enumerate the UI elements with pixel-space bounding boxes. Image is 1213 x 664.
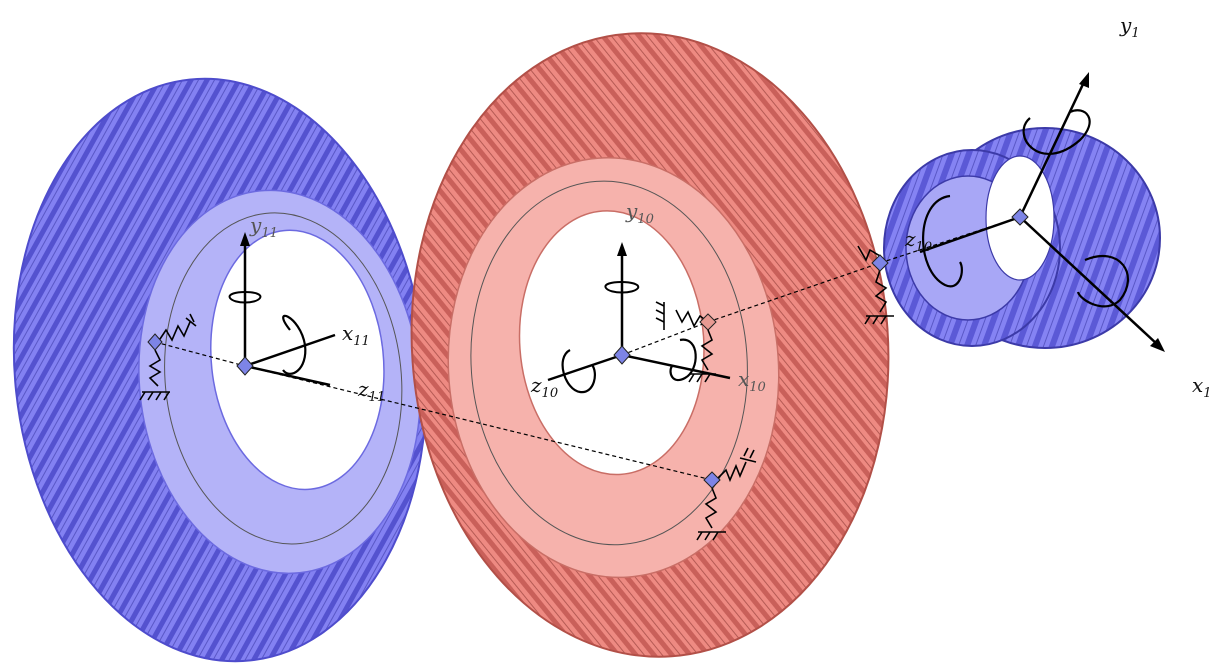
gear-red-bore [518,210,705,476]
gear-middle-red [410,32,890,658]
node-gear-10-icon [613,345,631,365]
label-x11: x11 [342,321,370,349]
axis-x1-arrow [1150,338,1165,352]
gear-left-blue [12,77,428,663]
frame-pinion [919,72,1165,352]
mesh-line-red-upper [621,321,709,356]
axis-y1-arrow [1079,72,1089,88]
rotation-arrow-x10-icon [669,338,697,382]
label-z10: z10 [530,373,558,401]
node-left-mesh-icon [147,333,163,351]
label-y10: y10 [625,199,654,227]
spring-pinion-mesh-icon [857,245,894,325]
rotation-arrow-x1-icon [1076,254,1130,308]
label-x1: x1 [1192,373,1212,401]
node-pinion-mesh-icon [871,254,889,272]
gear-left-inner-rim [164,212,403,545]
mesh-line-z11 [244,365,713,481]
axis-z11 [244,364,331,387]
label-x10: x10 [738,367,766,395]
spring-red-lower-icon [696,487,726,541]
node-pinion-icon [1011,208,1029,226]
label-y1: y1 [1119,13,1140,41]
rotation-arrow-x11-icon [282,314,307,375]
label-z11: z11 [357,377,385,405]
mesh-line-left [154,341,246,367]
axis-z10-pinion [919,215,1021,254]
rotation-arrow-z10-icon [561,349,596,394]
gear-left-bore [210,229,385,491]
spring-red-lower-right-icon [717,447,757,483]
axis-x1 [1019,216,1159,346]
spring-left-lower-icon [139,349,170,401]
rotation-arrow-y11-icon [228,291,262,304]
spring-left-upper-icon [157,313,197,343]
rotation-arrow-y1-icon [1022,109,1091,155]
label-y11: y11 [249,213,278,241]
axis-y10-arrow [617,242,627,256]
axis-x11 [244,333,336,368]
gear-red-inner-rim [470,180,748,546]
node-gear-11-icon [236,356,254,376]
node-red-lower-icon [703,471,721,489]
axis-z10 [547,353,623,382]
rotation-arrow-y10-icon [604,281,640,294]
frame-gear-11 [228,232,336,387]
axis-y1 [1018,79,1087,218]
axis-y11-arrow [240,232,250,246]
pinion-gear [883,127,1161,349]
rotation-arrow-z1-icon [922,194,963,288]
mesh-line-red-right [707,262,881,323]
label-z10-pinion: z10 [904,227,932,255]
spring-red-mid-icon [688,329,716,383]
spring-red-upper-icon [655,301,709,330]
